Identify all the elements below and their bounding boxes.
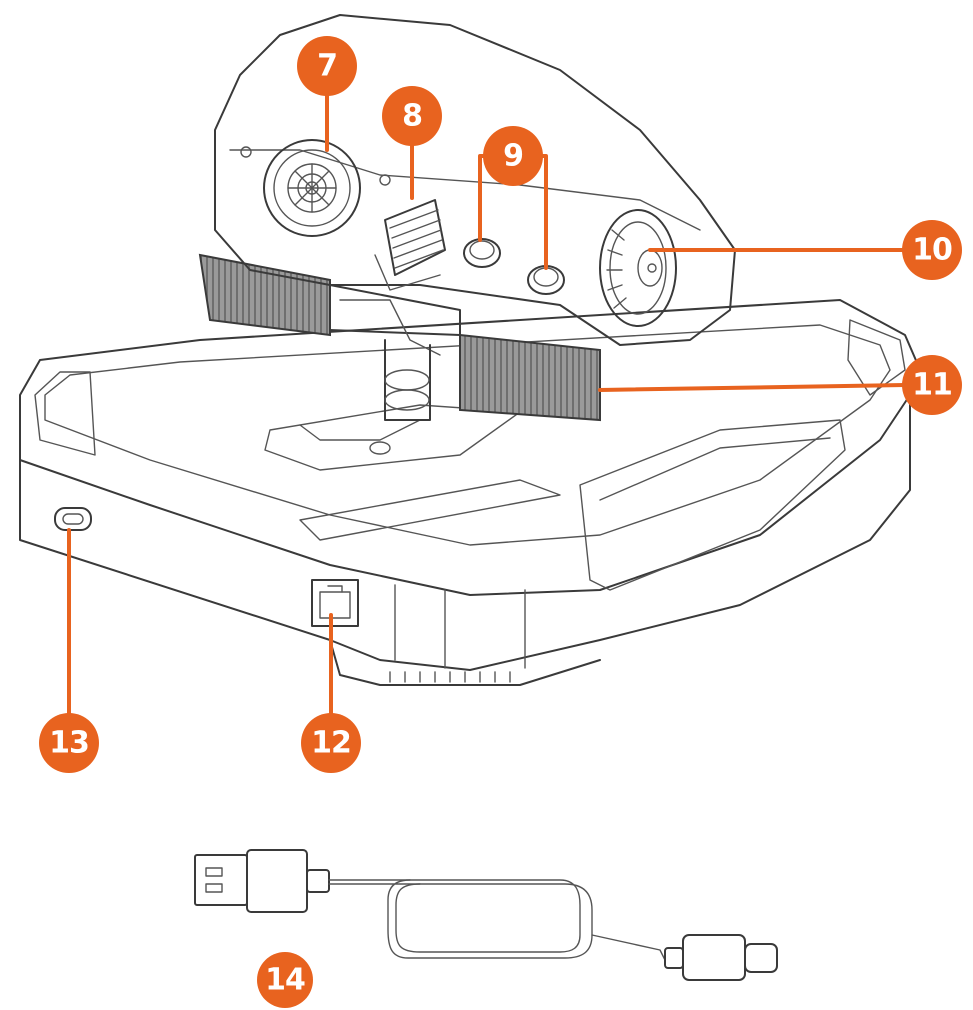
callout-8-label: 8 (402, 99, 422, 134)
callout-9: 9 (483, 126, 543, 186)
left-corner-recess (34, 371, 96, 456)
center-rail (264, 404, 521, 471)
callout-7: 7 (297, 36, 357, 96)
front-handle-recess (579, 419, 846, 591)
leader-11 (598, 383, 907, 392)
throttle-head (214, 14, 736, 346)
thumb-wheel (599, 209, 677, 327)
callout-11: 11 (902, 355, 962, 415)
roller-wheel (374, 199, 446, 291)
grip-bars (198, 253, 601, 422)
push-buttons (463, 238, 565, 295)
callout-12: 12 (301, 713, 361, 773)
base-bottom-edge (329, 639, 601, 686)
callout-13-label: 13 (49, 726, 89, 761)
stem (384, 339, 431, 421)
callout-14-label: 14 (265, 963, 305, 998)
left-grip-bar (198, 253, 331, 337)
mini-stick (263, 139, 361, 237)
callout-11-label: 11 (912, 368, 952, 403)
callout-7-label: 7 (317, 49, 337, 84)
callout-badges: 7 8 9 10 11 12 13 14 (39, 36, 962, 1008)
callout-8: 8 (382, 86, 442, 146)
callout-14: 14 (257, 952, 313, 1008)
base-top-outline (19, 299, 919, 596)
right-corner-recess (847, 319, 906, 396)
usb-c-plug (664, 947, 684, 969)
base-bottom-vents (389, 671, 511, 683)
callout-12-label: 12 (311, 726, 351, 761)
base-front-wall (19, 394, 911, 671)
leader-lines (67, 94, 907, 717)
right-grip-bar (459, 333, 601, 422)
callout-10: 10 (902, 220, 962, 280)
usb-cable (194, 849, 778, 981)
head-outline (214, 14, 736, 346)
usb-c-port (54, 507, 92, 531)
usb-a-plug (194, 854, 248, 906)
callout-13: 13 (39, 713, 99, 773)
base-unit (19, 299, 919, 686)
callout-9-label: 9 (503, 139, 523, 174)
callout-10-label: 10 (912, 233, 952, 268)
rj-port (311, 579, 359, 627)
screw (240, 146, 252, 158)
screw (379, 174, 391, 186)
